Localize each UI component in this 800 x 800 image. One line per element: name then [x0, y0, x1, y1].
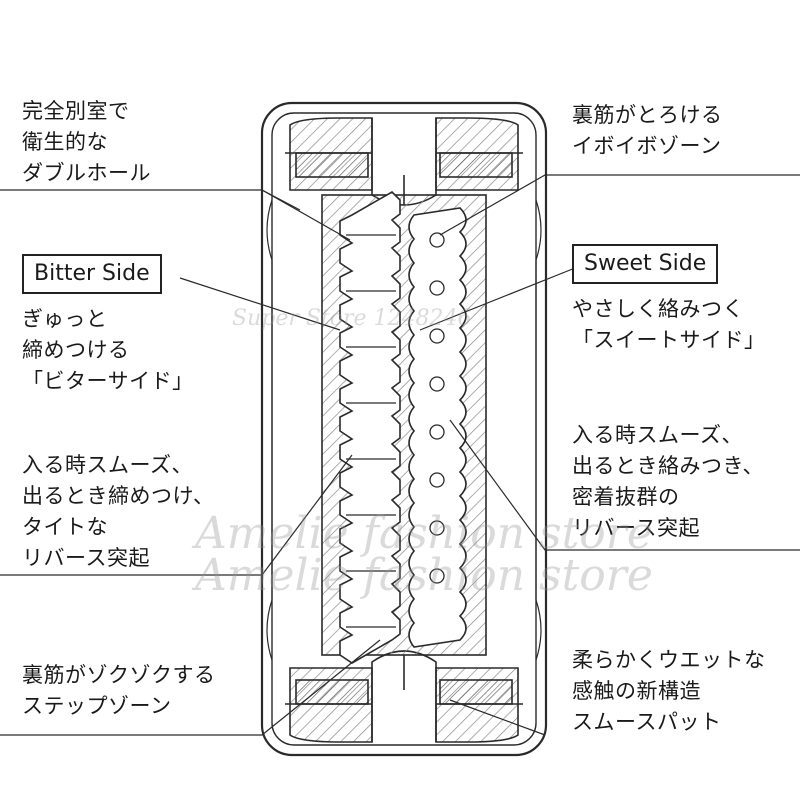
- label-line: 入る時スムーズ、: [22, 453, 193, 477]
- label-line: 密着抜群の: [572, 485, 680, 509]
- label-tight-reverse: 入る時スムーズ、 出るとき締めつけ、 タイトな リバース突起: [22, 450, 214, 574]
- watermark-large-1: Amelie fashion store: [195, 508, 653, 559]
- leader-sweet: [419, 267, 576, 331]
- label-line: 裏筋がゾクゾクする: [22, 663, 216, 687]
- channel-bump: [429, 232, 445, 248]
- label-bump-zone: 裏筋がとろける イボイボゾーン: [572, 100, 723, 162]
- right-side-rib: [535, 199, 542, 661]
- leader-mid-right: [449, 419, 800, 551]
- channel-bump: [429, 376, 445, 392]
- leader-bitter: [179, 277, 341, 331]
- leader-top-left: [0, 189, 351, 241]
- label-line: 衛生的な: [22, 130, 108, 154]
- label-sweet-side: やさしく絡みつく 「スイートサイド」: [572, 294, 766, 356]
- label-close-fit-reverse: 入る時スムーズ、 出るとき絡みつき、 密着抜群の リバース突起: [572, 420, 764, 544]
- label-line: 入る時スムーズ、: [572, 423, 743, 447]
- leader-lines: [0, 174, 800, 736]
- label-line: 締めつける: [22, 338, 130, 362]
- label-line: 完全別室で: [22, 99, 130, 123]
- label-line: スムースパット: [572, 710, 722, 734]
- sweet-side-box: Sweet Side: [572, 244, 719, 284]
- label-line: リバース突起: [22, 546, 150, 570]
- bottom-seal-left: [295, 679, 369, 705]
- channel-bump: [429, 568, 445, 584]
- bitter-side-channel: [339, 191, 401, 664]
- label-bitter-side: ぎゅっと 締めつける 「ビターサイド」: [22, 304, 194, 397]
- channel-bump: [429, 424, 445, 440]
- watermark-small: Super Store 1248246: [232, 306, 472, 331]
- leader-bottom-left: [0, 639, 381, 736]
- label-line: リバース突起: [572, 516, 700, 540]
- bottom-cap-right: [435, 667, 519, 743]
- label-line: 柔らかくウエットな: [572, 648, 766, 672]
- label-line: やさしく絡みつく: [572, 297, 744, 321]
- channel-bump: [429, 280, 445, 296]
- label-line: ダブルホール: [22, 161, 151, 185]
- leader-top-right: [439, 174, 800, 236]
- label-line: 出るとき絡みつき、: [572, 454, 765, 478]
- leader-top-left-2: [261, 189, 301, 211]
- leader-mid-left: [0, 454, 353, 576]
- label-line: 「スイートサイド」: [572, 328, 766, 352]
- label-line: 「ビターサイド」: [22, 369, 194, 393]
- left-side-rib: [266, 199, 273, 661]
- label-line: 感触の新構造: [572, 679, 701, 703]
- top-seal-left: [295, 152, 369, 178]
- bitter-side-box: Bitter Side: [22, 254, 162, 294]
- channel-bump: [429, 472, 445, 488]
- label-smooth-pad: 柔らかくウエットな 感触の新構造 スムースパット: [572, 645, 766, 738]
- label-line: 出るとき締めつけ、: [22, 484, 215, 508]
- watermark-large-2: Amelie fashion store: [195, 550, 653, 601]
- inner-channels: [339, 191, 467, 664]
- label-double-hole: 完全別室で 衛生的な ダブルホール: [22, 96, 151, 189]
- label-line: 裏筋がとろける: [572, 103, 723, 127]
- leader-bottom-right: [449, 699, 546, 736]
- label-line: イボイボゾーン: [572, 134, 722, 158]
- label-step-zone: 裏筋がゾクゾクする ステップゾーン: [22, 660, 216, 722]
- channel-bump: [429, 328, 445, 344]
- top-seal-right: [439, 152, 513, 178]
- outer-case: [260, 101, 548, 757]
- label-line: ぎゅっと: [22, 307, 108, 331]
- channel-bump: [429, 520, 445, 536]
- label-line: タイトな: [22, 515, 108, 539]
- label-line: ステップゾーン: [22, 694, 172, 718]
